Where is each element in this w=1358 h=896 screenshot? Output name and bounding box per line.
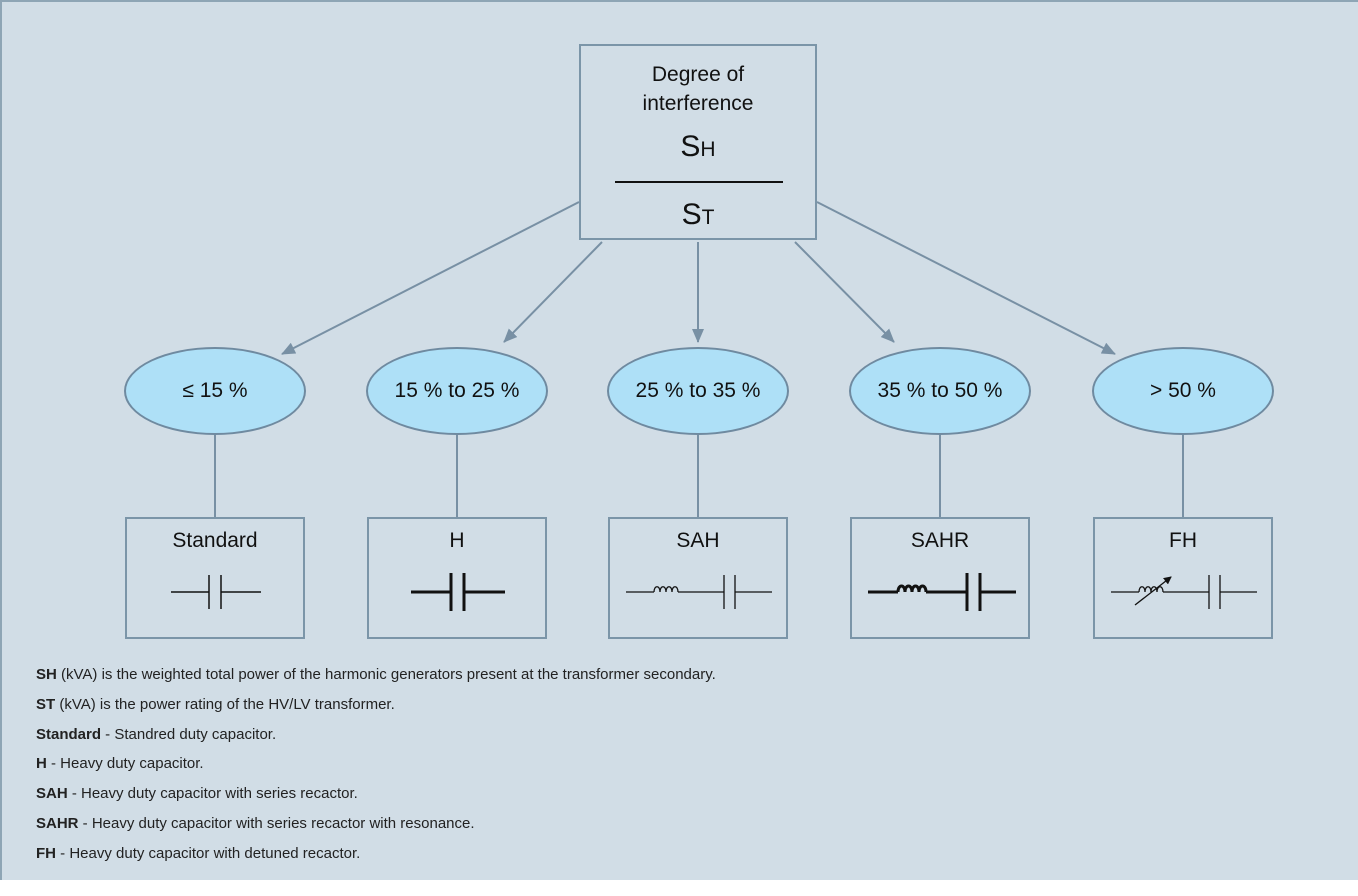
title-line-1: Degree of [651, 63, 745, 86]
legend-item: ST (kVA) is the power rating of the HV/L… [36, 695, 395, 713]
fraction-numerator: SH [680, 130, 716, 163]
capacitor-box-standard: Standard [125, 517, 305, 639]
interference-box: Degree of interference SH ST [579, 44, 817, 240]
capacitor-label: SAHR [910, 529, 970, 552]
range-ellipse: > 50 % [1092, 347, 1274, 435]
legend-item: SAH - Heavy duty capacitor with series r… [36, 785, 358, 803]
interference-title: Degree of interference [581, 60, 815, 118]
legend: SH (kVA) is the weighted total power of … [36, 660, 716, 869]
title-line-2: interference [642, 92, 754, 115]
range-ellipse: 25 % to 35 % [607, 347, 789, 435]
legend-item: H - Heavy duty capacitor. [36, 755, 204, 773]
capacitor-label: FH [1169, 529, 1197, 552]
capacitor-label: Standard [172, 529, 258, 552]
fraction-denominator: ST [681, 198, 715, 231]
range-ellipse: 15 % to 25 % [366, 347, 548, 435]
arrow-to-range-2 [503, 241, 603, 343]
variable-reactor-capacitor-icon [1111, 575, 1257, 609]
legend-item: SH (kVA) is the weighted total power of … [36, 666, 716, 683]
arrow-to-range-1 [281, 201, 580, 355]
fraction-bar [615, 181, 783, 183]
range-ellipse: 35 % to 50 % [849, 347, 1031, 435]
capacitor-box-fh: FH [1093, 517, 1273, 639]
heavy-capacitor-icon [411, 573, 505, 611]
range-ellipse: ≤ 15 % [124, 347, 306, 435]
capacitor-label: SAH [676, 529, 720, 552]
capacitor-icon [171, 575, 261, 609]
capacitor-box-sahr: SAHR [850, 517, 1030, 639]
legend-item: FH - Heavy duty capacitor with detuned r… [36, 844, 361, 862]
reactor-capacitor-icon [626, 575, 772, 609]
arrow-to-range-5 [816, 201, 1116, 355]
arrow-to-range-4 [794, 241, 895, 343]
legend-item: SAHR - Heavy duty capacitor with series … [36, 814, 475, 832]
legend-item: Standard - Standred duty capacitor. [36, 725, 277, 743]
capacitor-label: H [449, 529, 465, 552]
capacitor-box-sah: SAH [608, 517, 788, 639]
heavy-reactor-capacitor-icon [868, 573, 1016, 611]
capacitor-box-h: H [367, 517, 547, 639]
